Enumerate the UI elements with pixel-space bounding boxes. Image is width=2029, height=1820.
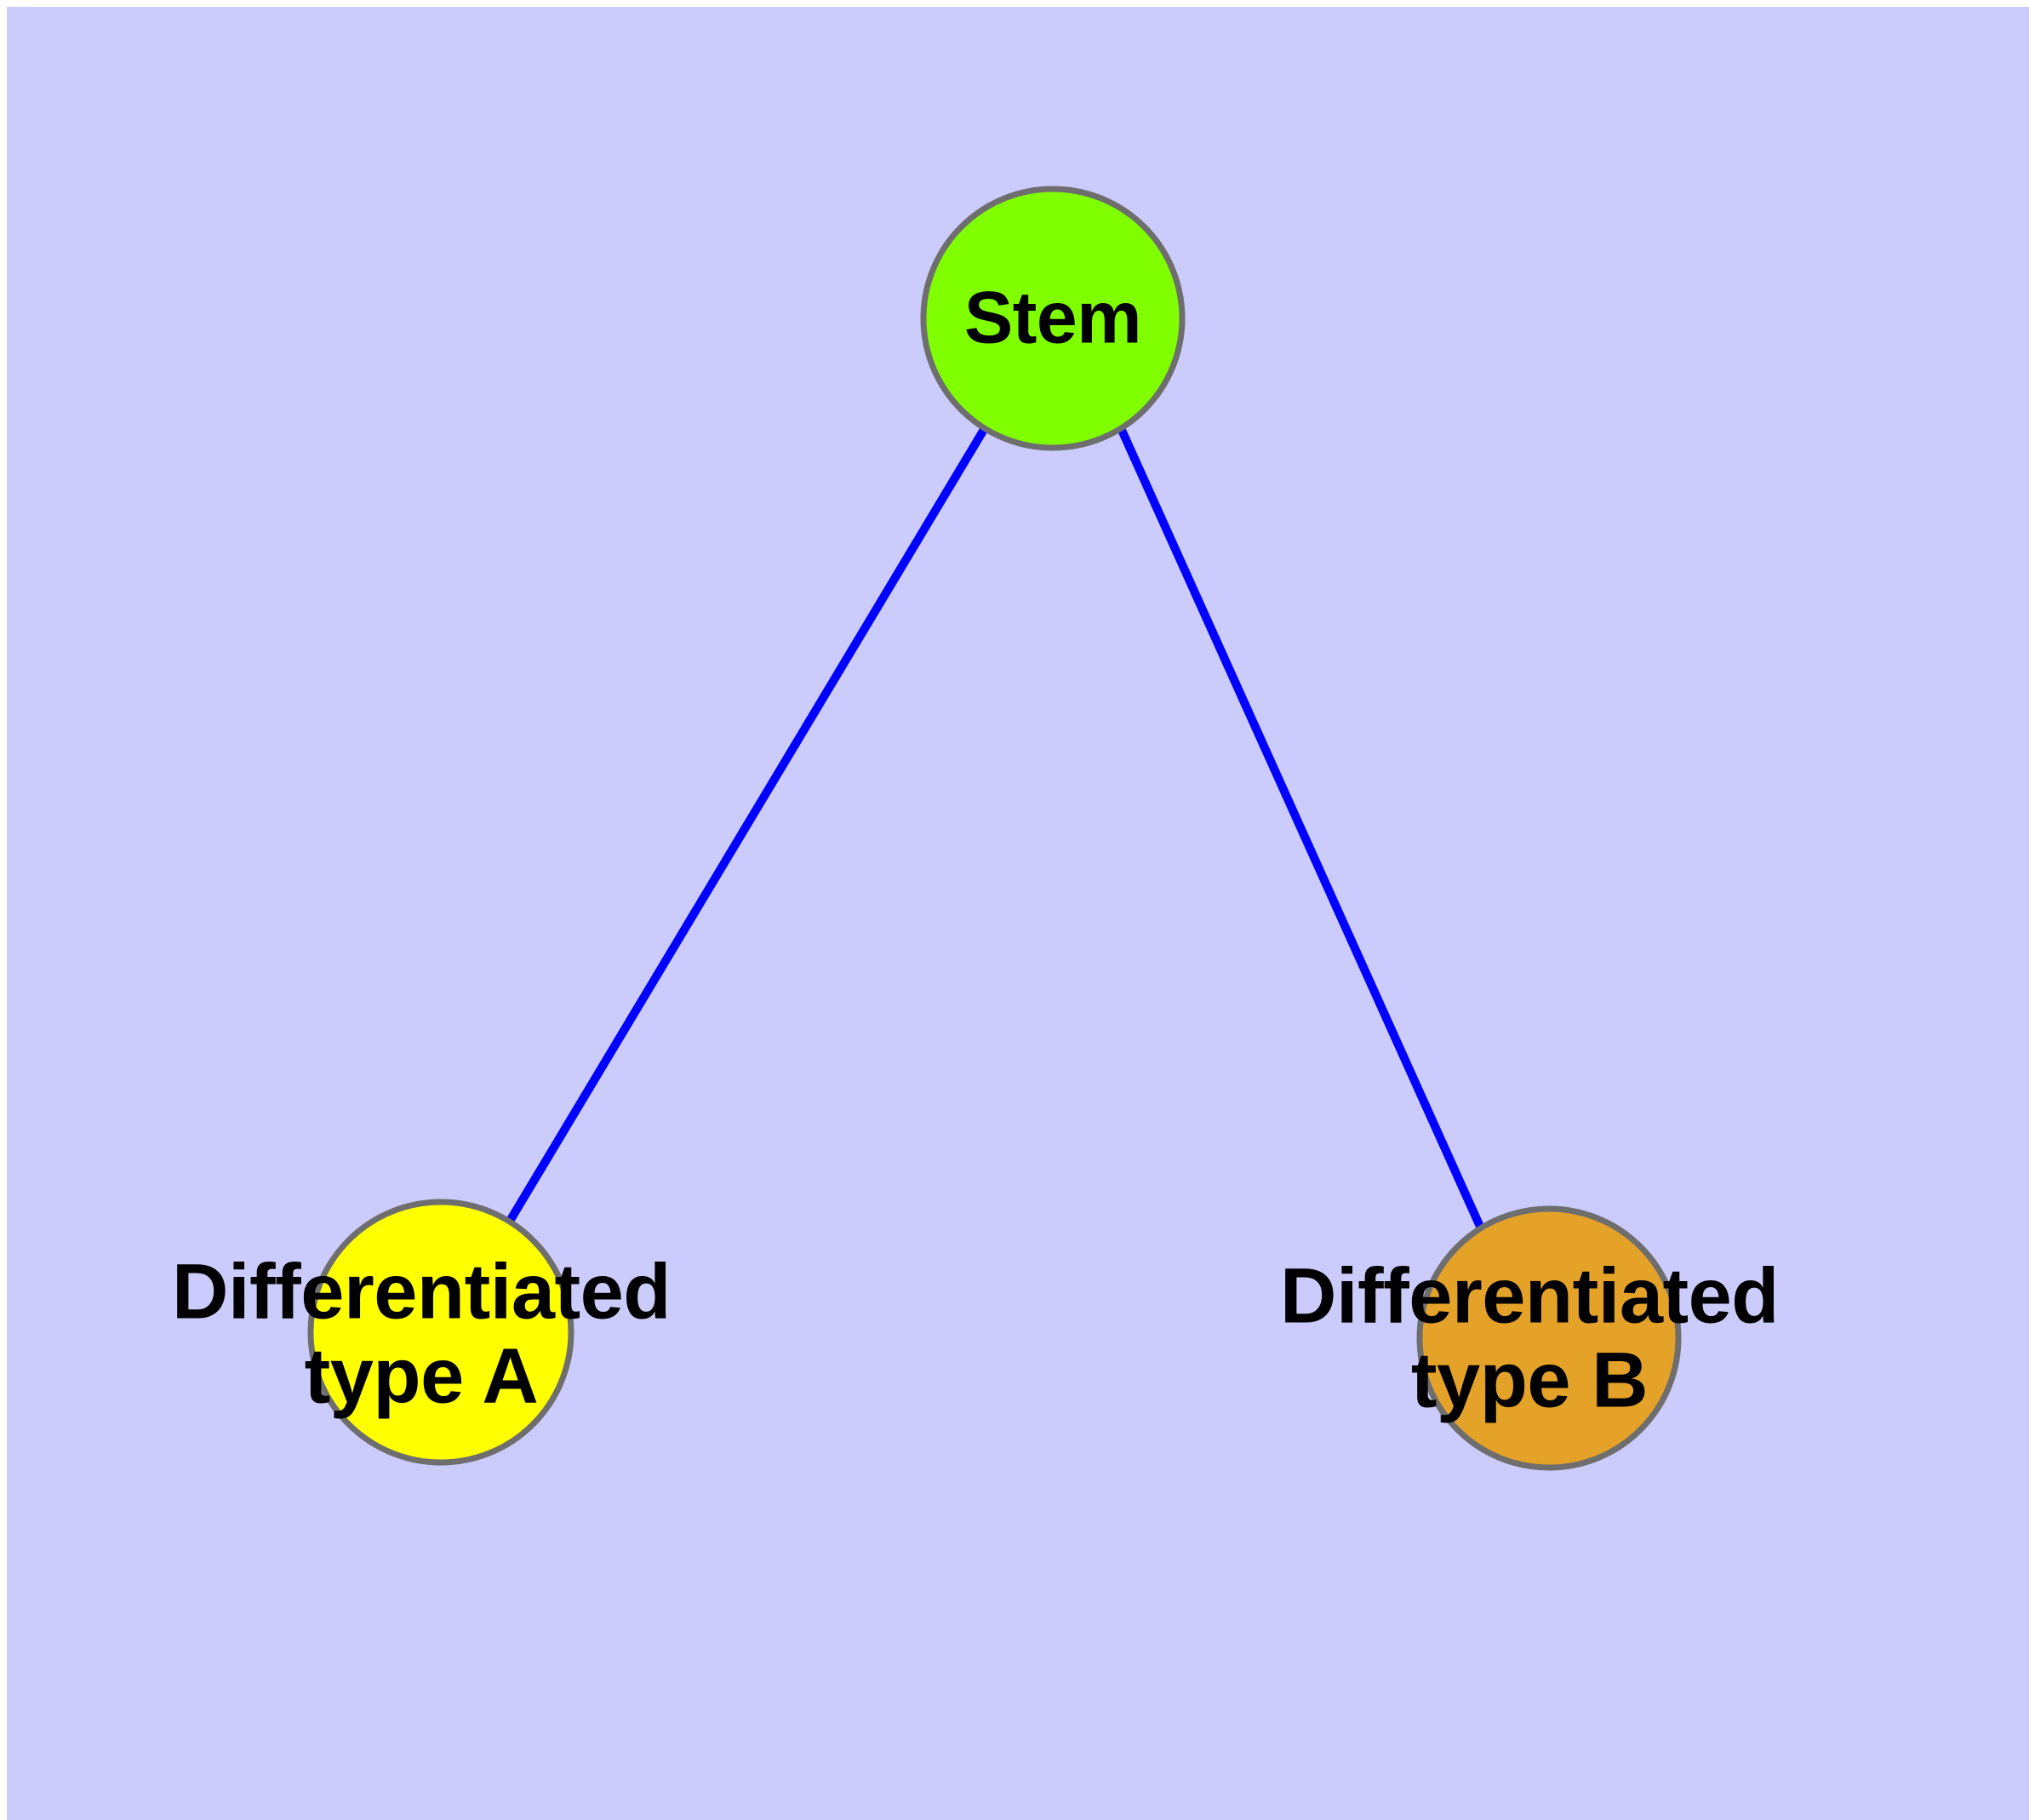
- node-circle-diff-a[interactable]: [307, 1199, 574, 1466]
- edge-layer: [505, 426, 1485, 1231]
- edge-stem-to-diff-b[interactable]: [1117, 426, 1485, 1231]
- node-circle-diff-b[interactable]: [1416, 1205, 1682, 1471]
- node-layer: [307, 186, 1682, 1471]
- edge-stem-to-diff-a[interactable]: [505, 426, 989, 1225]
- node-circle-stem[interactable]: [920, 186, 1186, 451]
